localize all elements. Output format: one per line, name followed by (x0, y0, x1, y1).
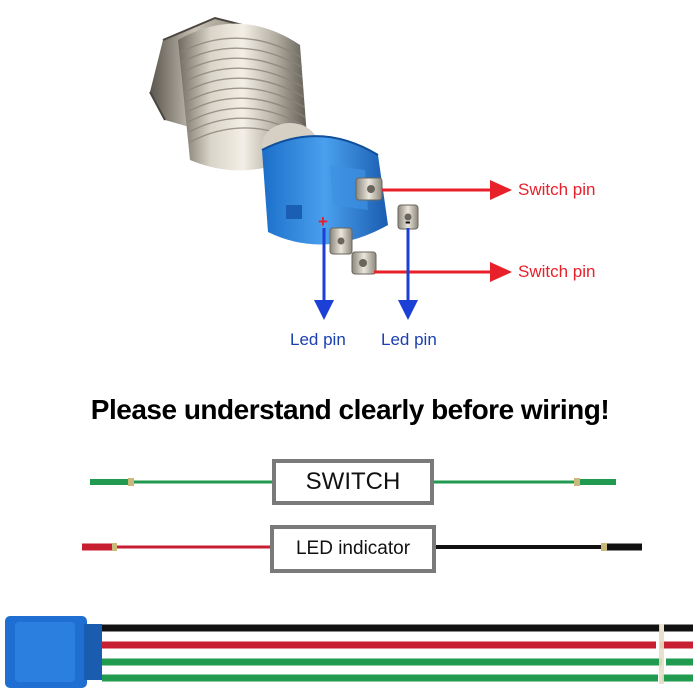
plus-sign: + (318, 212, 328, 231)
switch-pin-arrow-top (382, 180, 512, 200)
led-indicator-box: LED indicator (270, 525, 436, 573)
led-pin-label-left: Led pin (290, 330, 346, 349)
minus-sign: - (405, 212, 411, 231)
solder-pins (329, 177, 419, 275)
wire-harness-connector (5, 616, 102, 688)
harness-wires (102, 624, 693, 684)
switch-pin-label-bottom: Switch pin (518, 262, 596, 281)
led-wire (82, 543, 642, 551)
warning-heading: Please understand clearly before wiring! (90, 394, 610, 425)
led-pin-label-right: Led pin (381, 330, 437, 349)
switch-pin-label-top: Switch pin (518, 180, 596, 199)
switch-pin-arrow-bottom (374, 262, 512, 282)
led-pin-arrow-left (314, 228, 334, 320)
switch-box: SWITCH (272, 459, 434, 505)
switch-box-label: SWITCH (305, 468, 401, 495)
led-indicator-box-label: LED indicator (295, 538, 411, 559)
led-pin-arrow-right (398, 228, 418, 320)
switch-wire (90, 478, 616, 486)
